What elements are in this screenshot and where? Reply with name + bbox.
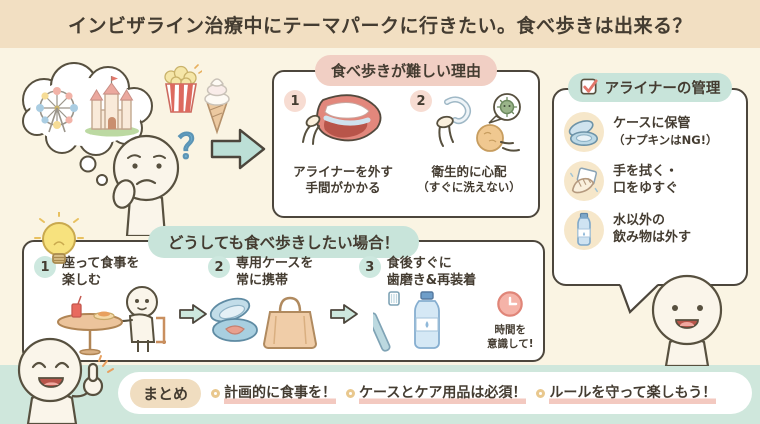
management-item-1-line1: ケースに保管 <box>613 116 691 132</box>
reason-2-caption-line2: （すぐに洗えない） <box>417 179 521 194</box>
ferris-wheel-icon <box>36 87 78 133</box>
circle-bullet-icon <box>211 388 221 398</box>
page-title: インビザライン治療中にテーマパークに行きたい。食べ歩きは出来る？ <box>67 14 692 37</box>
case-and-bag-icon <box>209 296 318 349</box>
steps-title-pill: どうしても食べ歩きしたい場合！ <box>24 226 543 258</box>
summary-label: まとめ <box>130 378 202 408</box>
management-item-bottle: 水以外の 飲み物は外す <box>564 210 738 250</box>
reason-2-number: 2 <box>410 90 432 112</box>
step-2: 2 専用ケースを 常に携帯 <box>208 256 329 354</box>
water-bottle-icon <box>577 212 591 246</box>
thought-bubble <box>22 62 153 186</box>
management-item-3-line1: 水以外の <box>613 213 666 229</box>
lightbulb-icon <box>34 212 84 264</box>
summary-item-3-text: ルールを守って楽しもう！ <box>549 382 717 404</box>
management-title-pill: アライナーの管理 <box>554 73 746 102</box>
ice-cream-icon <box>204 78 230 135</box>
reason-1-number: 1 <box>284 90 306 112</box>
reasons-panel-title-pill: 食べ歩きが難しい理由 <box>274 55 538 86</box>
step-3: 3 食後すぐに 歯磨き&再装着 <box>358 256 482 356</box>
popcorn-icon <box>164 64 202 113</box>
management-item-1-line2: （ナプキンはNG!） <box>613 132 718 147</box>
germ-bubble-icon <box>488 93 521 124</box>
step-arrow-icon <box>329 304 358 324</box>
step-1-line2: 楽しむ <box>62 272 102 288</box>
step-2-line2: 常に携帯 <box>236 272 289 288</box>
management-panel: アライナーの管理 ケースに保管 （ナプキンはNG!） <box>552 73 748 286</box>
management-item-3-line2: 飲み物は外す <box>613 230 692 245</box>
summary-item-2: ケースとケア用品は必須！ <box>346 382 527 404</box>
reason-2-caption-line1: 衛生的に心配 <box>431 164 507 179</box>
circle-bullet-icon <box>346 388 356 398</box>
aligner-germ-snack-icon <box>436 93 521 152</box>
toothbrush-icon <box>367 290 400 352</box>
time-note-line1: 時間を <box>494 324 527 336</box>
step-2-number: 2 <box>208 256 230 278</box>
management-item-2-line1: 手を拭く・ <box>613 164 679 180</box>
sparkle-decoration <box>98 355 114 373</box>
clock-icon <box>497 291 524 317</box>
steps-panel: どうしても食べ歩きしたい場合！ 1 座って食事を 楽しむ <box>22 226 545 362</box>
worried-person <box>112 134 180 236</box>
step-3-line1: 食後すぐに <box>386 256 452 271</box>
reasons-panel: 食べ歩きが難しい理由 1 アライナーを外す 手間がかかる 2 <box>272 55 540 218</box>
removing-aligner-icon <box>302 94 382 145</box>
red-checkbox-icon <box>580 78 598 95</box>
summary-bar: まとめ 計画的に食事を！ ケースとケア用品は必須！ ルールを守って楽しもう！ <box>118 372 752 414</box>
step-1-number: 1 <box>34 256 56 278</box>
hand-wipe-icon <box>570 167 598 194</box>
speech-bubble-tail <box>618 284 659 314</box>
step-3-number: 3 <box>358 256 381 278</box>
reason-item-2: 2 <box>408 90 530 195</box>
step-arrow-icon <box>179 304 207 324</box>
bottle-icon <box>413 291 440 349</box>
summary-item-1: 計画的に食事を！ <box>211 382 337 404</box>
reason-1-caption-line1: アライナーを外す <box>293 164 393 179</box>
aligner-case-icon <box>568 120 599 147</box>
time-reminder: 時間を 意識して! <box>482 290 539 351</box>
step-3-line2: 歯磨き&再装着 <box>386 272 477 288</box>
step-2-line1: 専用ケースを <box>236 256 314 271</box>
step-1-line1: 座って食事を <box>62 256 140 271</box>
title-banner: インビザライン治療中にテーマパークに行きたい。食べ歩きは出来る？ <box>0 0 760 48</box>
reasons-panel-title: 食べ歩きが難しい理由 <box>314 55 497 86</box>
toothbrush-and-bottle-icon <box>367 290 440 352</box>
person-dining-icon <box>57 285 166 356</box>
management-item-wipe: 手を拭く・ 口をゆすぐ <box>564 161 738 201</box>
management-item-case: ケースに保管 （ナプキンはNG!） <box>564 112 738 152</box>
big-arrow-right-icon <box>210 128 266 170</box>
summary-item-1-text: 計画的に食事を！ <box>224 382 337 404</box>
step-1: 1 座って食事を 楽しむ <box>34 256 178 360</box>
steps-panel-title: どうしても食べ歩きしたい場合！ <box>147 226 420 258</box>
happy-character-thumbs-up <box>17 337 114 424</box>
circle-bullet-icon <box>536 388 546 398</box>
management-item-2-line2: 口をゆすぐ <box>613 181 679 196</box>
summary-item-3: ルールを守って楽しもう！ <box>536 382 717 404</box>
question-mark: ？ <box>178 127 212 167</box>
summary-item-2-text: ケースとケア用品は必須！ <box>359 382 527 404</box>
reason-item-1: 1 アライナーを外す 手間がかかる <box>282 90 404 195</box>
time-note-line2: 意識して! <box>487 337 534 350</box>
management-panel-title: アライナーの管理 <box>604 81 721 97</box>
castle-icon <box>85 76 139 137</box>
reason-1-caption-line2: 手間がかかる <box>305 179 381 195</box>
happy-character-right <box>651 274 723 366</box>
